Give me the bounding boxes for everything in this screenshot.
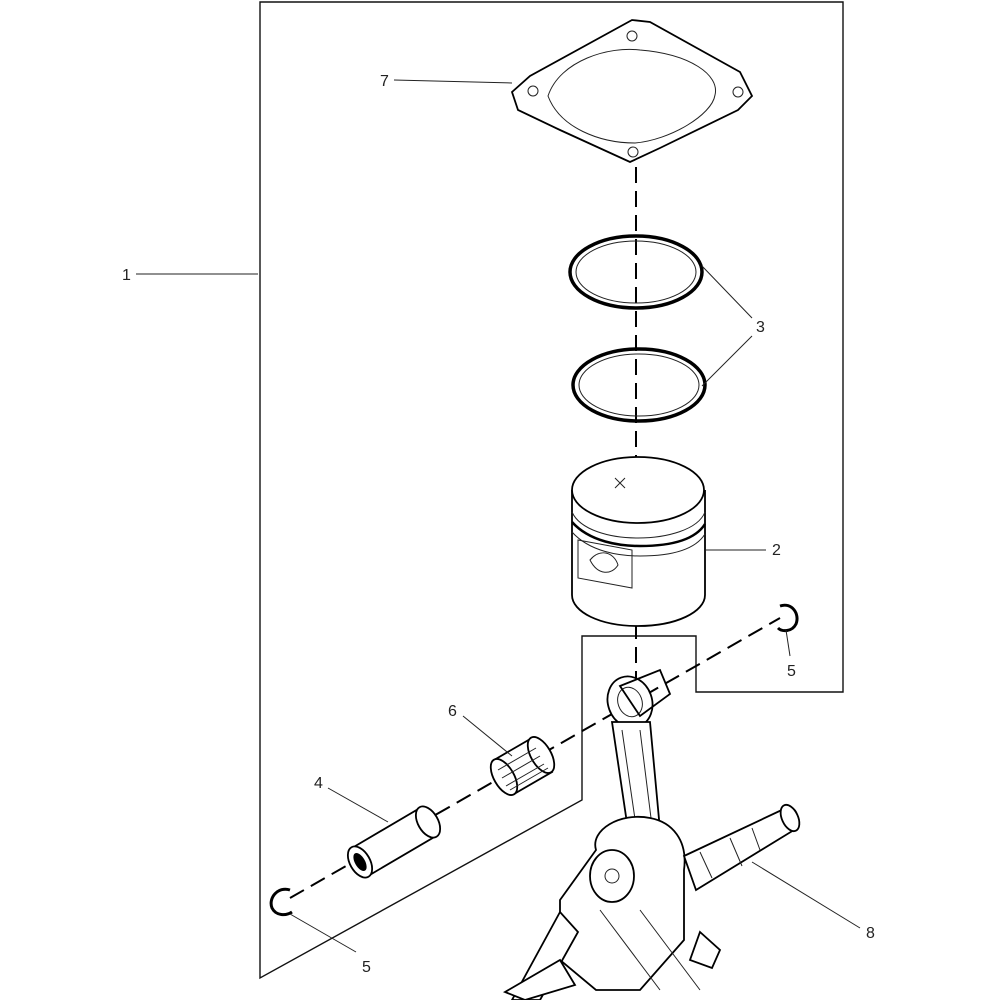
- callout-2: 2: [772, 542, 781, 559]
- crankshaft: [502, 668, 801, 1000]
- piston-ring-lower: [571, 347, 707, 423]
- callout-1: 1: [122, 267, 131, 284]
- circlip-lower: [269, 887, 293, 917]
- circlip-upper: [776, 603, 799, 633]
- assembly-boundary: [259, 1, 844, 980]
- callout-5-lower: 5: [362, 959, 371, 976]
- callout-7: 7: [380, 73, 389, 90]
- piston-pin: [346, 805, 442, 879]
- piston-ring-upper: [568, 234, 704, 310]
- leader-lines: [136, 79, 861, 953]
- pin-axis-line: [289, 617, 781, 899]
- callout-6: 6: [448, 703, 457, 720]
- needle-bearing: [489, 736, 556, 796]
- callout-3: 3: [756, 319, 765, 336]
- callout-8: 8: [866, 925, 875, 942]
- callout-4: 4: [314, 775, 323, 792]
- callout-5-upper: 5: [787, 663, 796, 680]
- piston: [571, 456, 707, 627]
- cylinder-gasket: [510, 19, 754, 163]
